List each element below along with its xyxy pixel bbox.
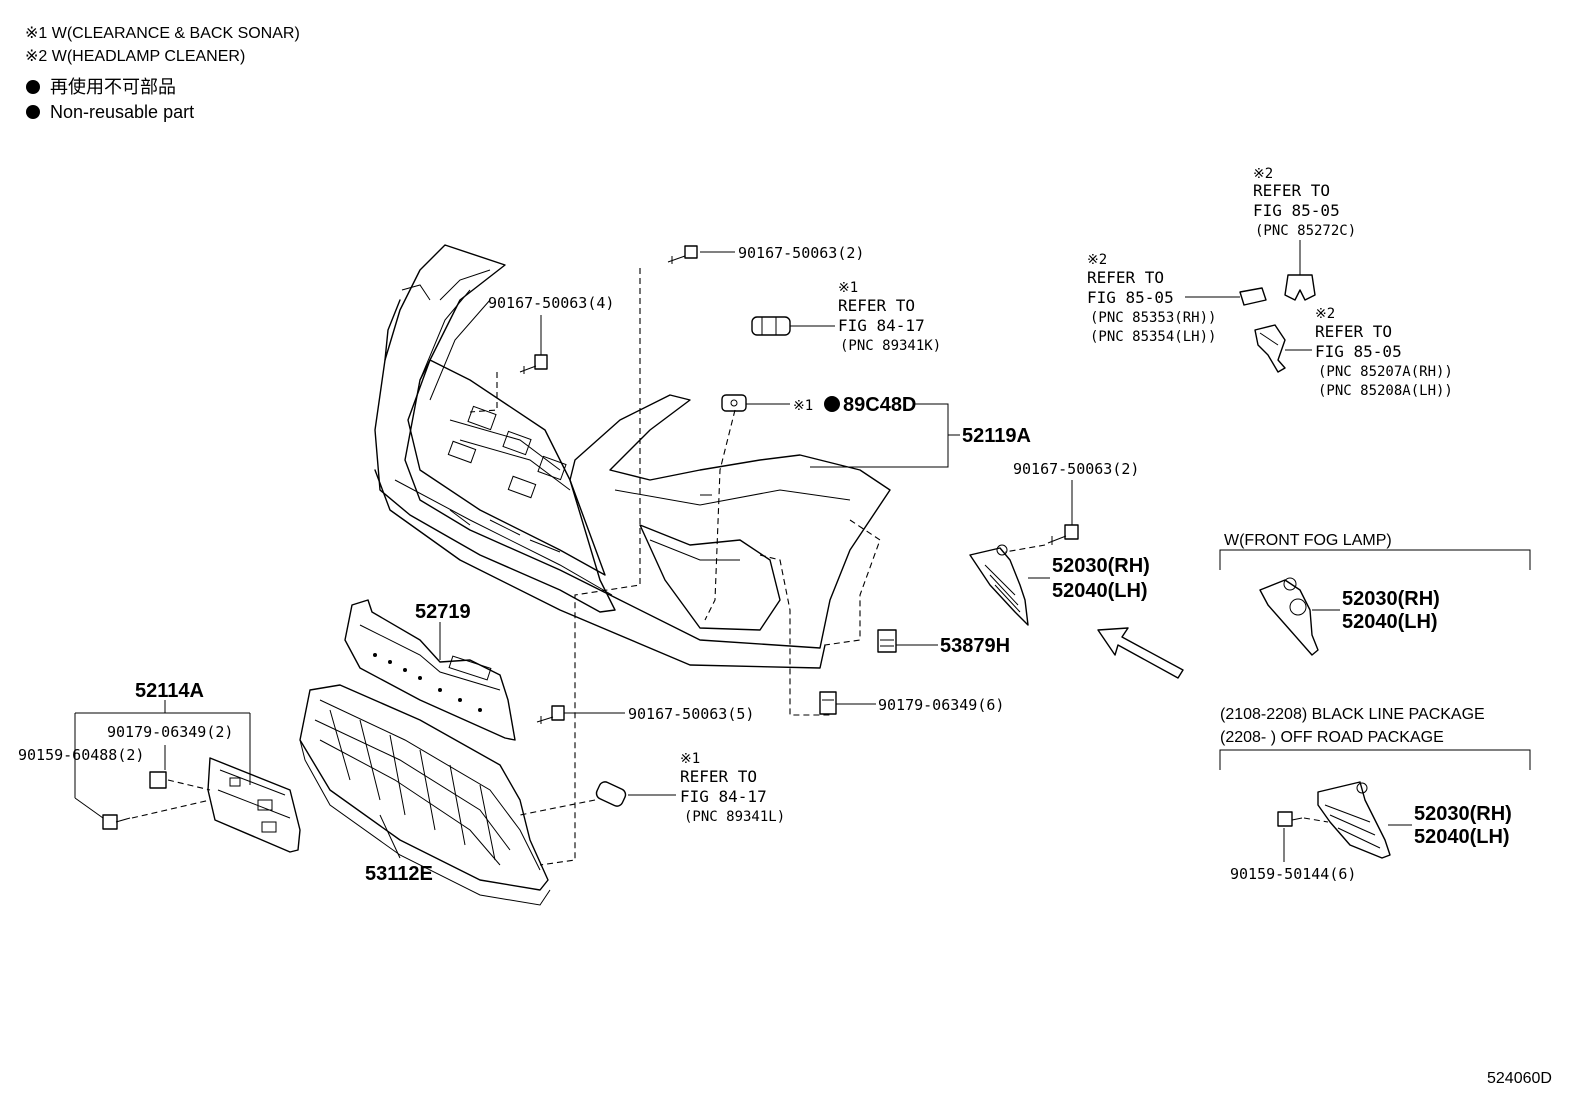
- hl-c-pnc-lh: (PNC 85208A(LH)): [1318, 383, 1453, 399]
- sensor-connector-icon: [595, 781, 627, 807]
- retainer-icon: [877, 629, 897, 653]
- note-clearance-sonar: ※1 W(CLEARANCE & BACK SONAR): [25, 25, 300, 42]
- callout-bolt-lower: 90167-50063(5): [628, 705, 754, 723]
- lead-line: [519, 799, 596, 816]
- bolt-icon: [1047, 524, 1079, 545]
- callout-plate-bracket: 52114A: [135, 680, 204, 702]
- pkg-box-lh: 52040(LH): [1414, 826, 1510, 848]
- leader-line: [379, 814, 401, 859]
- cleaner-bracket-icon: [1284, 274, 1316, 301]
- diagram-id: 524060D: [1487, 1070, 1552, 1087]
- hl-c-line2: FIG 85-05: [1315, 342, 1402, 361]
- plate-bracket-drawing: [207, 757, 301, 853]
- callout-reinforcement: 52719: [415, 601, 471, 623]
- screw-icon: [1277, 811, 1303, 827]
- hl-a-pnc: (PNC 85272C): [1255, 223, 1356, 239]
- callout-screw: 90159-60488(2): [18, 746, 144, 764]
- hl-b-pnc-rh: (PNC 85353(RH)): [1090, 310, 1216, 326]
- non-reusable-dot-icon: [26, 105, 40, 119]
- non-reusable-dot-icon: [824, 396, 840, 412]
- hl-b-mark: ※2: [1087, 252, 1107, 268]
- refer2-line1: REFER TO: [680, 767, 757, 786]
- callout-clip: 90179-06349(6): [878, 696, 1004, 714]
- hl-b-line2: FIG 85-05: [1087, 288, 1174, 307]
- hl-c-mark: ※2: [1315, 306, 1335, 322]
- leader-line: [74, 700, 251, 798]
- sensor-mark: ※1: [793, 398, 813, 414]
- callout-bolt-left: 90167-50063(4): [488, 294, 614, 312]
- hl-b-pnc-lh: (PNC 85354(LH)): [1090, 329, 1216, 345]
- pkg-box-line2: (2208- ) OFF ROAD PACKAGE: [1220, 729, 1444, 746]
- callout-sensor-retainer: 89C48D: [843, 394, 916, 416]
- refer2-mark: ※1: [680, 751, 700, 767]
- bolt-icon: [519, 354, 548, 374]
- screw-icon: [102, 814, 131, 830]
- leader-line: [74, 797, 104, 819]
- grille-drawing: [299, 684, 551, 906]
- clip-icon: [149, 771, 167, 789]
- lead-line: [1303, 817, 1329, 823]
- pkg-box-rh: 52030(RH): [1414, 803, 1512, 825]
- fog-box-title: W(FRONT FOG LAMP): [1224, 532, 1392, 549]
- package-cover-drawing: [1317, 781, 1391, 859]
- lead-line: [1004, 544, 1046, 553]
- sensor-connector-icon: [751, 316, 791, 336]
- callout-bolt-right: 90167-50063(2): [1013, 460, 1139, 478]
- fog-cover-drawing: [969, 544, 1029, 626]
- callout-cover-rh: 52030(RH): [1052, 555, 1150, 577]
- fog-lamp-cover-drawing: [1259, 577, 1319, 656]
- lead-line: [131, 799, 211, 819]
- legend-japanese: 再使用不可部品: [50, 77, 176, 97]
- lead-line: [704, 409, 736, 621]
- callout-bolt-top: 90167-50063(2): [738, 244, 864, 262]
- clip-icon: [819, 691, 837, 715]
- hl-b-line1: REFER TO: [1087, 268, 1164, 287]
- refer2-line2: FIG 84-17: [680, 787, 767, 806]
- hl-c-pnc-rh: (PNC 85207A(RH)): [1318, 364, 1453, 380]
- lead-line: [469, 372, 498, 413]
- non-reusable-dot-icon: [26, 80, 40, 94]
- refer1-line1: REFER TO: [838, 296, 915, 315]
- callout-grille: 53112E: [365, 863, 433, 885]
- cleaner-cap-icon: [1239, 287, 1267, 306]
- callout-retainer: 53879H: [940, 635, 1010, 657]
- view-direction-arrow-icon: [1097, 627, 1184, 679]
- refer1-mark: ※1: [838, 280, 858, 296]
- fog-box-bracket: [1219, 549, 1531, 570]
- fog-box-lh: 52040(LH): [1342, 611, 1438, 633]
- callout-clip2: 90179-06349(2): [107, 723, 233, 741]
- reinforcement-drawing: [344, 599, 516, 741]
- legend-english: Non-reusable part: [50, 102, 194, 122]
- callout-bumper-cover: 52119A: [962, 425, 1031, 447]
- bolt-icon: [667, 245, 698, 264]
- note-headlamp-cleaner: ※2 W(HEADLAMP CLEANER): [25, 48, 245, 65]
- bumper-cover-drawing: [374, 244, 891, 716]
- fog-box-rh: 52030(RH): [1342, 588, 1440, 610]
- hl-a-line1: REFER TO: [1253, 181, 1330, 200]
- refer1-line2: FIG 84-17: [838, 316, 925, 335]
- refer2-pnc: (PNC 89341L): [684, 809, 785, 825]
- cleaner-nozzle-icon: [1254, 324, 1286, 373]
- hl-c-line1: REFER TO: [1315, 322, 1392, 341]
- sensor-retainer-icon: [721, 394, 747, 412]
- pkg-box-line1: (2108-2208) BLACK LINE PACKAGE: [1220, 706, 1485, 723]
- pkg-box-screw: 90159-50144(6): [1230, 865, 1356, 883]
- lead-line: [167, 779, 211, 791]
- callout-cover-lh: 52040(LH): [1052, 580, 1148, 602]
- hl-a-mark: ※2: [1253, 166, 1273, 182]
- pkg-box-bracket: [1219, 749, 1531, 770]
- hl-a-line2: FIG 85-05: [1253, 201, 1340, 220]
- lead-line: [539, 268, 641, 866]
- refer1-pnc: (PNC 89341K): [840, 338, 941, 354]
- bolt-icon: [536, 705, 565, 724]
